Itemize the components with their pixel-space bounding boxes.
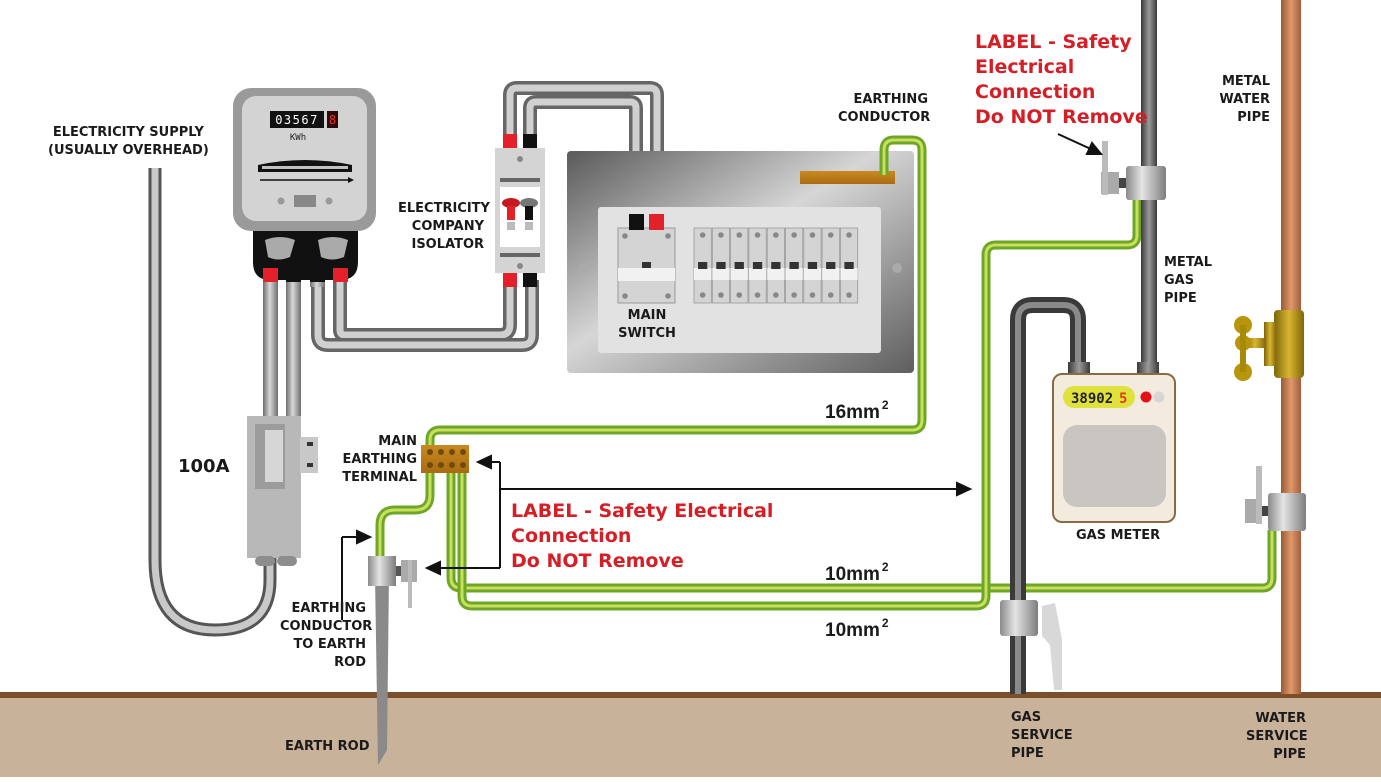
mcb-breaker [785,227,804,304]
mcb-breaker [693,227,712,304]
water-service-pipe-label: WATER SERVICE PIPE [1246,711,1308,762]
warning-label-middle: LABEL - Safety Electrical Connection Do … [511,500,774,572]
consumer-unit [567,151,914,373]
arrows [341,133,1104,620]
gas-bond-cable [457,198,1142,611]
fuse-rating-label: 100A [178,456,230,477]
gas-valve [1000,600,1062,690]
earth-rod-conductor-label: EARTHING CONDUCTOR TO EARTH ROD [280,601,373,670]
gas-meter-reading-last: 5 [1119,391,1127,407]
size-value: 10mm [825,564,880,585]
metal-water-pipe-label: METAL WATER PIPE [1219,74,1270,125]
meter-reading-last: 8 [329,113,336,127]
warning-label-top: LABEL - Safety Electrical Connection Do … [975,31,1148,128]
size-value: 10mm [825,620,880,641]
ground-line [0,692,1381,698]
mcb-breaker [766,227,785,304]
meter-reading: 03567 [275,113,319,127]
main-switch [617,214,676,304]
mcb-breaker [840,227,859,304]
electricity-meter: 03567 8 KWh [233,88,376,287]
gas-service-pipe [1010,297,1086,694]
earth-rod [368,556,417,765]
meter-tails [263,280,301,430]
earthing-conductor-cable [425,135,927,452]
mcb-breaker [803,227,822,304]
mcb-breaker [711,227,730,304]
mcb-row [693,227,859,304]
isolator-switch [495,134,545,287]
earthing-conductor-label: EARTHING CONDUCTOR [838,92,931,125]
size-sup: 2 [881,616,889,630]
isolator-to-cu-cables [503,81,664,215]
metal-gas-pipe-label: METAL GAS PIPE [1164,255,1213,306]
mcb-breaker [748,227,767,304]
main-earthing-terminal-label: MAIN EARTHING TERMINAL [342,434,417,485]
kwh-display [270,111,324,128]
gas-meter-reading: 38902 [1071,391,1113,407]
meter-to-isolator-cables [311,280,539,352]
size-sup: 2 [881,398,889,412]
size-sup: 2 [881,560,889,574]
isolator-label: ELECTRICITY COMPANY ISOLATOR [398,201,490,252]
ground [0,694,1381,777]
earth-rod-conductor-cable [375,470,435,558]
main-switch-label: MAIN SWITCH [618,308,676,341]
metal-water-pipe [1234,0,1306,694]
supply-cable [148,168,277,637]
size-value: 16mm [825,402,880,423]
main-earthing-terminal [421,445,469,473]
mcb-breaker [821,227,840,304]
earth-rod-label: EARTH ROD [285,739,370,754]
meter-unit: KWh [290,133,306,143]
gas-meter: 38902 5 [1052,362,1176,523]
electricity-supply-label: ELECTRICITY SUPPLY (USUALLY OVERHEAD) [48,125,209,158]
earth-bar [800,171,895,184]
gas-service-pipe-label: GAS SERVICE PIPE [1011,710,1073,761]
mcb-breaker [730,227,749,304]
metal-gas-pipe [1101,0,1166,372]
water-bond-cable [446,470,1277,593]
service-cutout [247,416,318,566]
gas-meter-label: GAS METER [1076,528,1161,543]
